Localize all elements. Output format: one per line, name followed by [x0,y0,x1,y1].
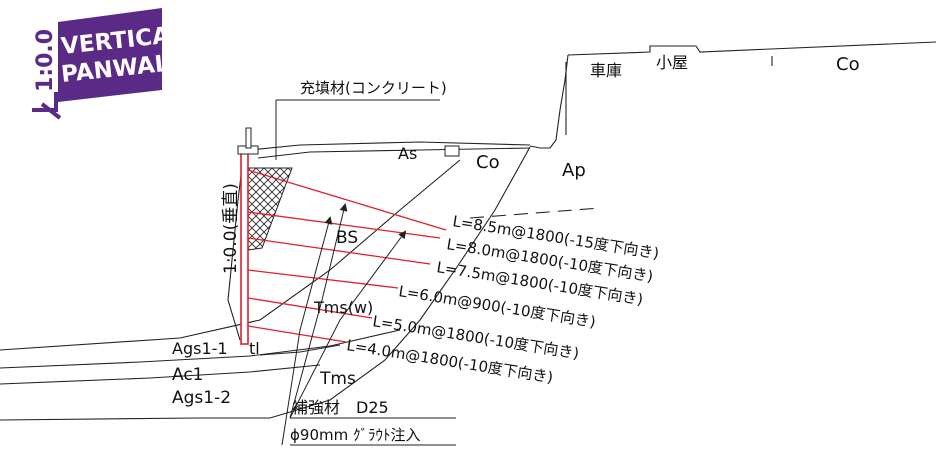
wall-structure [237,100,460,345]
ac1-line [0,364,321,385]
wall-post [245,127,252,149]
as-label: As [398,144,417,163]
reinforce-leader-1 [289,203,348,419]
ac1-label: Ac1 [172,365,204,385]
ags-line [0,329,401,369]
ags1-1-label: Ags1-1 [172,339,228,358]
terrain-lines [0,41,936,446]
top-ground-line [567,41,936,56]
road-box [444,145,460,157]
anchor-line-3 [247,237,431,265]
road-base-line [257,147,531,159]
slope-vertical-label: 1:0.0(垂直) [221,183,241,274]
tl-line [259,344,341,356]
logo-background [58,8,162,102]
garage-label: 車庫 [590,61,622,80]
filler-label: 充填材(コンクリート) [300,79,447,97]
anchor-line-5 [247,297,373,319]
bs-label: BS [336,228,358,248]
dashed-water-line [469,207,601,219]
tms-w-label: Tms(w) [313,298,373,317]
anchor-line-6 [247,325,347,343]
anchor-line-1 [247,169,447,231]
vertical-panwall [240,151,249,345]
logo-slope-mark [32,92,62,120]
co-mid-label: Co [476,152,500,173]
fill-concrete-hatch [247,167,293,251]
ap-label: Ap [562,160,586,181]
bs-boundary-line [0,159,461,351]
grout-leader-1 [281,216,333,446]
road-surface-line [249,141,531,151]
co-top-label: Co [836,54,860,75]
ags1-2-label: Ags1-2 [172,388,231,408]
reinforce-label: 補強材 D25 [292,398,389,417]
labels: 充填材(コンクリート) 車庫 小屋 Co As Co Ap BS Tms(w) … [172,53,860,444]
anchor-line-2 [247,211,441,239]
wall-left-ground [227,159,244,341]
shed-label: 小屋 [656,53,688,72]
reinforce-leader-2 [289,230,407,419]
upper-slope-line [529,54,569,149]
reinforce-leaders [281,203,407,446]
anchor-line-4 [247,269,399,289]
anchor-group: L=8.5m@1800(-15度下向き)L=8.0m@1800(-10度下向き)… [247,169,660,387]
co-boundary-line [0,146,531,421]
logo: VERTICAL PANWALL 1:0.0 [32,8,186,120]
tms-label: Tms [319,369,356,389]
grout-label: ϕ90mm ｸﾞﾗｳﾄ注入 [290,426,420,444]
logo-slope: 1:0.0 [33,29,58,92]
tl-label: tl [249,339,260,358]
